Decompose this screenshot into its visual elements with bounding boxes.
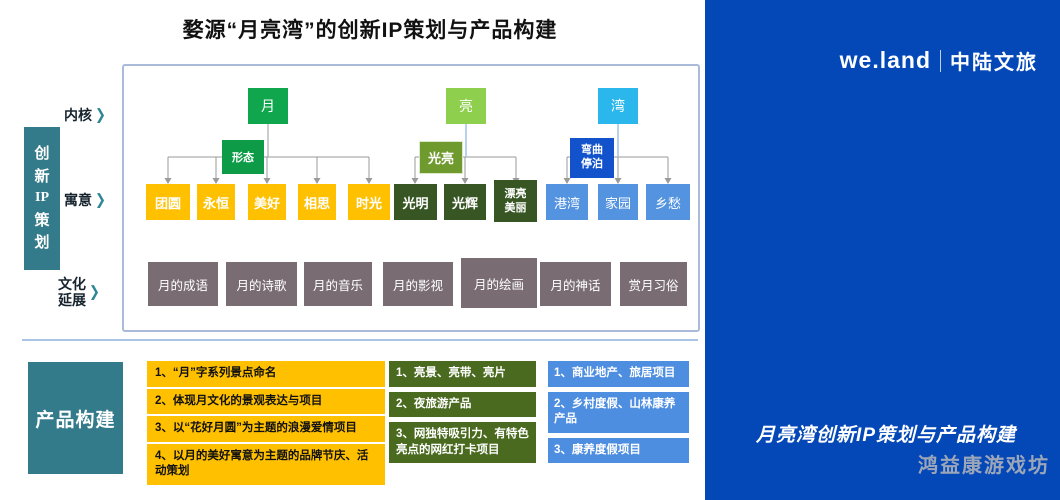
- root-node-bright: 亮: [446, 88, 486, 124]
- page-title: 婺源“月亮湾”的创新IP策划与产品构建: [182, 19, 558, 42]
- chevron-right-icon: ❯: [89, 282, 100, 301]
- row-label-text: 文化: [58, 276, 86, 292]
- row-label-core: 内核 ❯: [64, 105, 106, 125]
- list-item: 4、以月的美好寓意为主题的品牌节庆、活动策划: [147, 443, 385, 485]
- list-item: 1、“月”字系列景点命名: [147, 361, 385, 387]
- sub-label-curve-anchor: 弯曲停泊: [570, 138, 614, 178]
- child-node-text: 漂亮美丽: [504, 187, 527, 214]
- side-label-char: 策: [34, 211, 50, 229]
- chevron-right-icon: ❯: [95, 190, 106, 209]
- child-node: 时光: [348, 184, 390, 220]
- row-label-text: 内核: [64, 107, 92, 123]
- list-item: 2、夜旅游产品: [389, 391, 536, 418]
- child-node: 港湾: [546, 184, 588, 220]
- diagram-frame: [122, 64, 700, 332]
- list-item: 3、网独特吸引力、有特色亮点的网红打卡项目: [389, 422, 536, 464]
- culture-item: 月的影视: [383, 262, 453, 306]
- chevron-right-icon: ❯: [95, 105, 106, 124]
- brand-logo-en: we.land: [839, 47, 931, 73]
- list-item: 1、商业地产、旅居项目: [548, 361, 689, 387]
- side-label-char: IP: [35, 190, 49, 206]
- sub-label-text: 弯曲停泊: [581, 144, 603, 170]
- list-item: 3、以“花好月圆”为主题的浪漫爱情项目: [147, 416, 385, 442]
- child-node: 相思: [298, 184, 336, 220]
- child-node: 光明: [394, 184, 437, 220]
- side-label-char: 划: [34, 234, 50, 252]
- brand-tagline: 月亮湾创新IP策划与产品构建: [756, 425, 1016, 446]
- list-item: 1、亮景、亮带、亮片: [389, 361, 536, 387]
- brand-logo: we.land 中陆文旅: [840, 46, 1038, 75]
- culture-item: 月的音乐: [304, 262, 372, 306]
- root-node-moon: 月: [248, 88, 288, 124]
- brand-panel: we.land 中陆文旅 月亮湾创新IP策划与产品构建 鸿益康游戏坊: [705, 0, 1060, 500]
- product-list-bright: 1、亮景、亮带、亮片 2、夜旅游产品 3、网独特吸引力、有特色亮点的网红打卡项目: [389, 361, 536, 464]
- child-node: 团圆: [146, 184, 190, 220]
- culture-item: 月的成语: [148, 262, 218, 306]
- side-label-char: 新: [34, 167, 50, 185]
- sub-label-shape: 形态: [222, 140, 264, 174]
- logo-divider: [940, 49, 941, 72]
- child-node: 永恒: [197, 184, 235, 220]
- root-node-bay: 湾: [598, 88, 638, 124]
- ip-planning-side-label: 创 新 IP 策 划: [24, 127, 60, 270]
- side-label-char: 创: [34, 144, 50, 162]
- culture-item: 月的诗歌: [226, 262, 297, 306]
- list-item: 2、体现月文化的景观表达与项目: [147, 388, 385, 415]
- product-list-moon: 1、“月”字系列景点命名 2、体现月文化的景观表达与项目 3、以“花好月圆”为主…: [147, 361, 385, 485]
- product-side-label: 产品构建: [28, 362, 123, 474]
- watermark: 鸿益康游戏坊: [918, 455, 1050, 477]
- culture-item: 赏月习俗: [620, 262, 687, 306]
- culture-item: 月的神话: [540, 262, 611, 306]
- product-list-bay: 1、商业地产、旅居项目 2、乡村度假、山林康养产品 3、康养度假项目: [548, 361, 689, 464]
- sub-label-light: 光亮: [419, 141, 463, 174]
- row-label-culture: 文化 延展 ❯: [58, 276, 100, 308]
- child-node: 家园: [598, 184, 638, 220]
- culture-item: 月的绘画: [461, 258, 537, 308]
- list-item: 2、乡村度假、山林康养产品: [548, 391, 689, 433]
- section-divider: [22, 339, 698, 341]
- child-node: 漂亮美丽: [494, 180, 537, 222]
- row-label-text: 寓意: [64, 192, 92, 208]
- child-node: 美好: [248, 184, 286, 220]
- child-node: 乡愁: [646, 184, 690, 220]
- child-node: 光辉: [444, 184, 486, 220]
- row-label-meaning: 寓意 ❯: [64, 190, 106, 210]
- row-label-text: 延展: [58, 292, 86, 309]
- list-item: 3、康养度假项目: [548, 437, 689, 464]
- brand-logo-cn: 中陆文旅: [950, 52, 1038, 74]
